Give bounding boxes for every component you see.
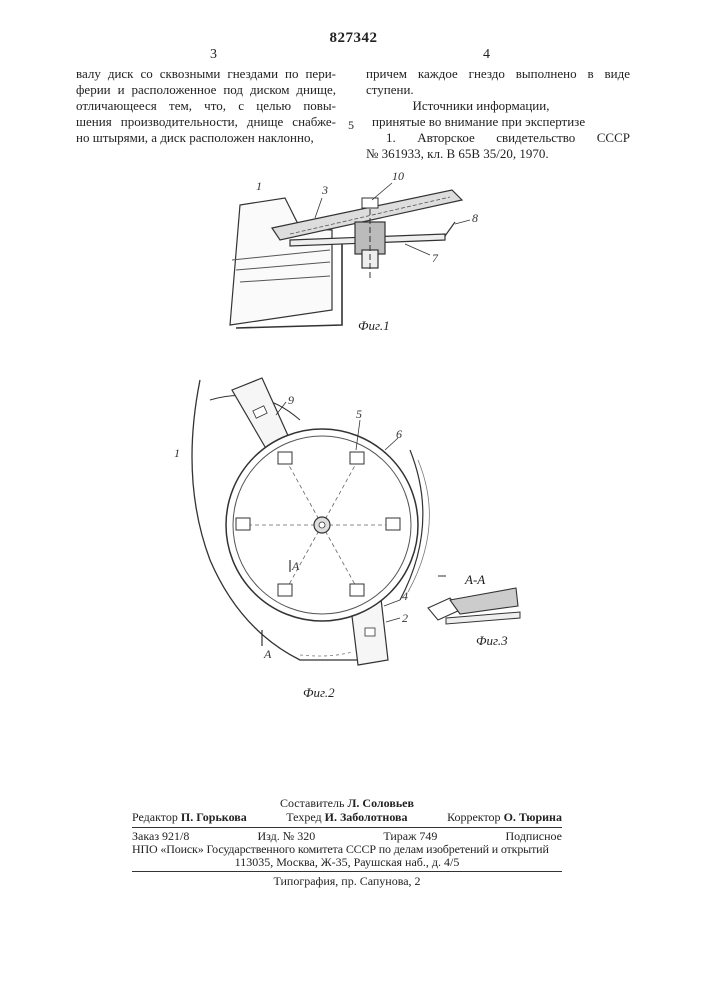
footer-compiler-line: Составитель Л. Соловьев (132, 797, 562, 810)
fig2-label-4: 4 (402, 589, 408, 603)
fig1-label-7: 7 (432, 251, 439, 265)
fig2-label-6: 6 (396, 427, 402, 441)
figure-2-drawing: 9 5 6 1 4 2 А А (0, 360, 707, 720)
techred-block: Техред И. Заболотнова (286, 811, 407, 824)
fig2-label-1: 1 (174, 446, 180, 460)
fig1-label-3: 3 (321, 183, 328, 197)
figure-1: 1 3 10 8 7 Фиг.1 (0, 0, 707, 360)
fig1-caption: Фиг.1 (358, 318, 390, 334)
fig2-label-A-top: А (291, 559, 300, 573)
techred-name: И. Заболотнова (325, 810, 408, 824)
corrector-name: О. Тюрина (504, 810, 562, 824)
fig1-label-10: 10 (392, 169, 404, 183)
fig2-label-5: 5 (356, 407, 362, 421)
fig2-label-2: 2 (402, 611, 408, 625)
fig2-caption: Фиг.2 (303, 685, 335, 701)
org-address: 113035, Москва, Ж-35, Раушская наб., д. … (132, 856, 562, 869)
footer-rule-2 (132, 871, 562, 872)
fig1-label-1: 1 (256, 179, 262, 193)
corrector-block: Корректор О. Тюрина (447, 811, 562, 824)
footer-staff-row: Редактор П. Горькова Техред И. Заболотно… (132, 811, 562, 824)
figure-2: 9 5 6 1 4 2 А А А-А Фиг.3 Фиг.2 (0, 360, 707, 720)
fig2-label-A-bottom: А (263, 647, 272, 661)
editor-label: Редактор (132, 810, 178, 824)
editor-name: П. Горькова (181, 810, 247, 824)
footer-rule-1 (132, 827, 562, 828)
figure-1-drawing: 1 3 10 8 7 (0, 0, 707, 360)
fig2-label-9: 9 (288, 393, 294, 407)
compiler-label: Составитель (280, 796, 344, 810)
fig3-caption: Фиг.3 (476, 633, 508, 649)
fig3-section-label: А-А (465, 572, 485, 588)
corrector-label: Корректор (447, 810, 501, 824)
fig1-label-8: 8 (472, 211, 478, 225)
editor-block: Редактор П. Горькова (132, 811, 247, 824)
techred-label: Техред (286, 810, 321, 824)
printer-line: Типография, пр. Сапунова, 2 (132, 875, 562, 888)
compiler-name: Л. Соловьев (347, 796, 414, 810)
